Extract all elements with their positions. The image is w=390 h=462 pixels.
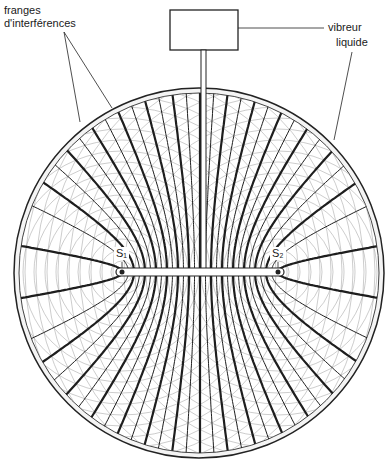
fringe-line xyxy=(141,12,183,462)
part-name: vibreur xyxy=(328,21,362,34)
wavefront xyxy=(58,52,390,462)
part-name: liquide xyxy=(336,36,368,49)
fringe-line xyxy=(0,15,145,462)
fringe-line xyxy=(122,17,178,462)
fringe-line xyxy=(162,14,189,462)
source-point xyxy=(120,270,125,275)
fringe-line xyxy=(272,17,390,462)
wavefront xyxy=(102,96,390,448)
wavefront xyxy=(36,30,390,462)
source-label: S₁ xyxy=(114,247,129,260)
fringe-line xyxy=(76,16,167,462)
fringe-line xyxy=(18,13,156,462)
fringe-line xyxy=(277,15,390,462)
fringe-label: franges d'interférences xyxy=(4,4,82,30)
leader-line xyxy=(238,28,324,29)
source-label: S₂ xyxy=(270,247,286,260)
source-point xyxy=(276,270,281,275)
leader-line xyxy=(122,262,123,268)
fringe-line xyxy=(233,16,324,462)
fringe-line xyxy=(50,16,162,462)
wavefront xyxy=(0,107,287,437)
vibrator-box xyxy=(170,10,238,50)
fringe-line xyxy=(0,14,151,462)
fringe-line xyxy=(261,14,390,462)
fringe-line xyxy=(0,17,129,462)
wavefront xyxy=(0,30,364,462)
fringe-line xyxy=(250,14,390,462)
wavefront xyxy=(3,0,390,462)
leader-line xyxy=(278,262,279,268)
fringe-line xyxy=(255,15,390,462)
wavefront xyxy=(91,85,390,459)
wavefront xyxy=(14,8,390,462)
interference-fringes xyxy=(0,12,390,462)
wavefront xyxy=(0,96,298,448)
source-bar xyxy=(116,268,284,276)
fringe-line xyxy=(99,13,173,462)
leader-line xyxy=(64,32,112,108)
fringe-line xyxy=(266,15,390,462)
wavefront xyxy=(47,41,390,462)
wavefront xyxy=(0,52,342,462)
fringe-line xyxy=(181,12,195,462)
leader-line xyxy=(334,52,352,140)
fringe-line xyxy=(0,14,140,462)
vibrator-stem xyxy=(201,50,206,270)
leader-line xyxy=(64,32,80,122)
wavefront xyxy=(25,19,390,462)
